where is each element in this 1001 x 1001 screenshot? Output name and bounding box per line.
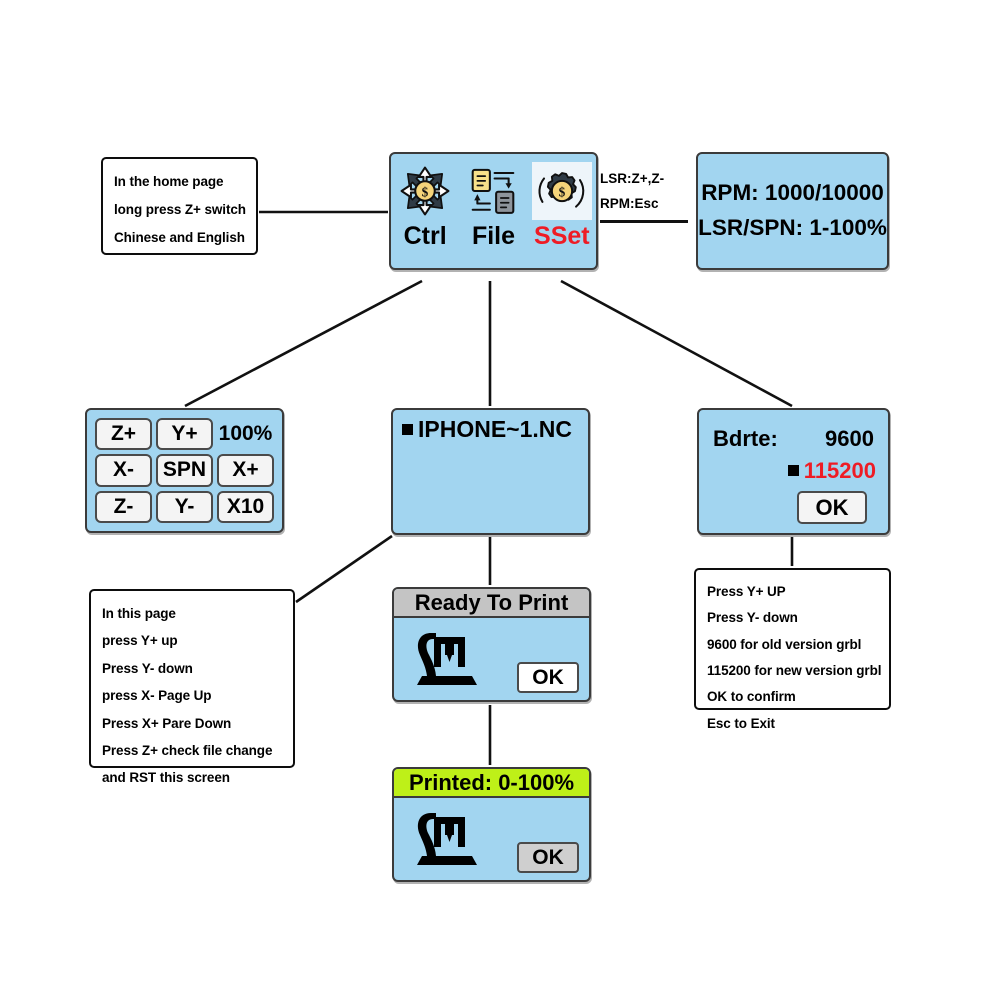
baudrate-row-9600[interactable]: Bdrte: 9600 xyxy=(713,426,874,452)
note-file-line: Press Z+ check file change xyxy=(102,742,273,758)
baudrate-option-115200: 115200 xyxy=(803,458,876,483)
printed-dialog-ok-button[interactable]: OK xyxy=(517,842,579,873)
file-list-panel: IPHONE~1.NC xyxy=(391,408,590,535)
note-home-line: In the home page xyxy=(114,174,224,189)
keypad-grid: Z+ Y+ 100% X- SPN X+ Z- Y- X10 xyxy=(95,418,274,523)
printed-dialog-body: OK xyxy=(394,798,589,880)
file-transfer-icon xyxy=(472,168,515,214)
note-baud-line: 115200 for new version grbl xyxy=(707,662,882,678)
rpm-range-line: RPM: 1000/10000 xyxy=(701,180,884,206)
keypad-button-z-up[interactable]: Z+ xyxy=(95,418,152,451)
lsr-spn-range-line: LSR/SPN: 1-100% xyxy=(698,215,887,240)
baudrate-option-9600: 9600 xyxy=(825,426,874,451)
file-name-label: IPHONE~1.NC xyxy=(418,416,573,442)
main-menu-panel: $ xyxy=(389,152,598,270)
gear-coin-icon: $ xyxy=(538,172,585,208)
note-file-line: In this page xyxy=(102,606,176,621)
file-list-item[interactable]: IPHONE~1.NC xyxy=(402,416,572,443)
svg-text:$: $ xyxy=(558,184,565,199)
baudrate-row-115200[interactable]: 115200 xyxy=(713,458,876,484)
note-baud-line: Esc to Exit xyxy=(707,715,775,731)
note-file-line: press Y+ up xyxy=(102,633,178,649)
note-file-line: and RST this screen xyxy=(102,770,230,786)
menu-item-sset[interactable]: $ xyxy=(531,162,592,220)
menu-icon-row: $ xyxy=(391,162,596,220)
note-file-line: Press X+ Pare Down xyxy=(102,715,232,731)
selection-cursor-icon xyxy=(402,424,413,435)
menu-label-row: Ctrl File SSet xyxy=(391,222,596,251)
hint-lsr-rpm-keys: LSR:Z+,Z- RPM:Esc xyxy=(600,167,688,223)
keypad-button-y-up[interactable]: Y+ xyxy=(156,418,213,451)
baudrate-label: Bdrte: xyxy=(713,426,778,451)
printer-icon xyxy=(417,813,477,865)
svg-text:$: $ xyxy=(422,184,429,199)
keypad-button-x10[interactable]: X10 xyxy=(217,490,274,523)
selection-cursor-icon xyxy=(787,465,799,476)
keypad-button-x-up[interactable]: X+ xyxy=(217,454,274,487)
menu-item-ctrl[interactable]: $ xyxy=(395,162,455,220)
note-baud-line: OK to confirm xyxy=(707,689,796,705)
menu-label-file[interactable]: File xyxy=(471,222,516,250)
baudrate-ok-button[interactable]: OK xyxy=(797,491,867,524)
printed-dialog-title: Printed: 0-100% xyxy=(394,769,589,798)
keypad-button-z-down[interactable]: Z- xyxy=(95,490,152,523)
menu-label-ctrl[interactable]: Ctrl xyxy=(403,222,447,250)
keypad-button-x-down[interactable]: X- xyxy=(95,454,152,487)
note-file-page-keys: In this page press Y+ up Press Y- down p… xyxy=(89,589,295,785)
menu-label-sset[interactable]: SSet xyxy=(534,222,590,250)
note-file-line: Press Y- down xyxy=(102,660,193,676)
note-home-line: long press Z+ switch xyxy=(114,201,246,217)
move-arrows-coin-icon: $ xyxy=(400,166,450,216)
rpm-values-panel: RPM: 1000/10000 LSR/SPN: 1-100% xyxy=(696,152,889,270)
jog-keypad-panel: Z+ Y+ 100% X- SPN X+ Z- Y- X10 xyxy=(85,408,284,533)
keypad-button-y-down[interactable]: Y- xyxy=(156,490,213,523)
keypad-button-spn[interactable]: SPN xyxy=(156,454,213,487)
note-home-page: In the home page long press Z+ switch Ch… xyxy=(101,157,258,255)
keypad-value-percent: 100% xyxy=(218,422,273,446)
ready-dialog-ok-button[interactable]: OK xyxy=(517,662,579,693)
note-baudrate-keys: Press Y+ UP Press Y- down 9600 for old v… xyxy=(694,568,891,731)
hint-rpm-line: RPM:Esc xyxy=(600,195,659,211)
note-baud-line: 9600 for old version grbl xyxy=(707,636,862,652)
note-baud-line: Press Y- down xyxy=(707,610,798,626)
note-home-line: Chinese and English xyxy=(114,229,245,245)
ready-to-print-dialog: Ready To Print OK xyxy=(392,587,591,702)
note-baud-line: Press Y+ UP xyxy=(707,584,786,599)
ready-dialog-body: OK xyxy=(394,618,589,700)
note-file-line: press X- Page Up xyxy=(102,688,212,704)
menu-item-file[interactable] xyxy=(463,162,523,220)
ready-dialog-title: Ready To Print xyxy=(394,589,589,618)
baudrate-panel: Bdrte: 9600 115200 OK xyxy=(697,408,890,535)
printed-progress-dialog: Printed: 0-100% OK xyxy=(392,767,591,882)
hint-lsr-line: LSR:Z+,Z- xyxy=(600,171,665,186)
printer-icon xyxy=(417,633,477,685)
